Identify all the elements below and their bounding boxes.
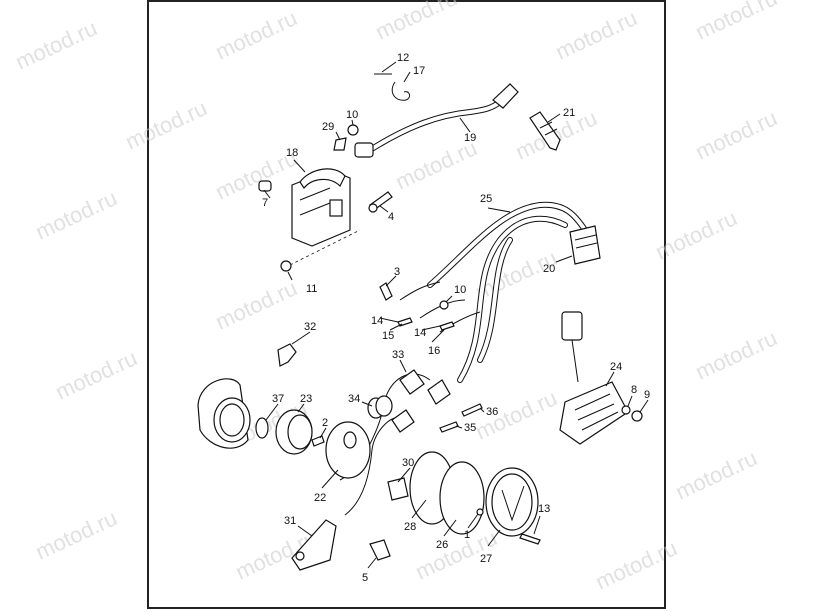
bolt xyxy=(368,191,393,213)
cap xyxy=(258,180,272,192)
callout-17: 17 xyxy=(413,65,425,77)
sensor xyxy=(387,477,409,501)
terminal xyxy=(439,321,455,331)
callout-3: 3 xyxy=(394,266,400,278)
watermark: motod.ru xyxy=(472,385,561,444)
screw xyxy=(519,533,541,545)
callout-30: 30 xyxy=(402,457,414,469)
callout-28: 28 xyxy=(404,521,416,533)
callout-10: 10 xyxy=(346,109,358,121)
callout-23: 23 xyxy=(300,393,312,405)
grommet xyxy=(367,395,393,419)
callout-29: 29 xyxy=(322,121,334,133)
callout-18: 18 xyxy=(286,147,298,159)
watermark: motod.ru xyxy=(372,0,461,45)
callout-31: 31 xyxy=(284,515,296,527)
screw xyxy=(461,403,483,417)
nut xyxy=(631,410,643,422)
watermark: motod.ru xyxy=(212,5,301,64)
callout-15: 15 xyxy=(382,330,394,342)
rotor xyxy=(275,409,313,455)
watermark: motod.ru xyxy=(32,185,121,244)
spark-plug xyxy=(529,111,561,151)
watermark: motod.ru xyxy=(122,95,211,154)
callout-21: 21 xyxy=(563,107,575,119)
callout-26: 26 xyxy=(436,539,448,551)
watermark: motod.ru xyxy=(52,345,141,404)
watermark: motod.ru xyxy=(12,15,101,74)
callout-32: 32 xyxy=(304,321,316,333)
callout-9: 9 xyxy=(644,389,650,401)
callout-19: 19 xyxy=(464,132,476,144)
screw xyxy=(439,421,459,433)
clamp xyxy=(369,539,391,561)
watermark: motod.ru xyxy=(552,5,641,64)
bracket-small xyxy=(333,137,347,151)
callout-2: 2 xyxy=(322,417,328,429)
pin xyxy=(476,508,484,516)
nut xyxy=(280,260,292,272)
timer-cover xyxy=(485,467,539,537)
watermark: motod.ru xyxy=(692,0,781,45)
diagram-frame xyxy=(147,0,666,609)
stator xyxy=(325,421,371,479)
callout-22: 22 xyxy=(314,492,326,504)
callout-5: 5 xyxy=(362,572,368,584)
callout-35: 35 xyxy=(464,422,476,434)
callout-33: 33 xyxy=(392,349,404,361)
connector-plug xyxy=(391,409,415,433)
bracket xyxy=(277,343,297,367)
gasket xyxy=(439,461,485,535)
callout-20: 20 xyxy=(543,263,555,275)
watermark-layer: motod.ru motod.ru motod.ru motod.ru moto… xyxy=(12,0,781,595)
seal-ring xyxy=(255,417,269,439)
watermark: motod.ru xyxy=(692,325,781,384)
watermark: motod.ru xyxy=(392,135,481,194)
harness-connector xyxy=(569,225,601,265)
callout-8: 8 xyxy=(631,384,637,396)
callout-1: 1 xyxy=(464,529,470,541)
stator-cover xyxy=(197,378,251,449)
callout-27: 27 xyxy=(480,553,492,565)
callout-37: 37 xyxy=(272,393,284,405)
callout-10: 10 xyxy=(454,284,466,296)
watermark: motod.ru xyxy=(32,505,121,564)
voltage-regulator xyxy=(559,311,629,445)
callout-4: 4 xyxy=(388,211,394,223)
watermark: motod.ru xyxy=(672,445,761,504)
watermark: motod.ru xyxy=(652,205,741,264)
washer xyxy=(621,405,631,415)
watermark: motod.ru xyxy=(692,105,781,164)
callout-14: 14 xyxy=(414,327,426,339)
callout-12: 12 xyxy=(397,52,409,64)
callout-7: 7 xyxy=(262,197,268,209)
leader-lines xyxy=(263,61,649,569)
watermark: motod.ru xyxy=(592,535,681,594)
callout-numbers: 1 2 3 4 5 7 8 9 10 10 11 12 13 14 14 15 … xyxy=(262,52,650,584)
spark-plug-wire xyxy=(354,83,519,158)
wire-clip xyxy=(374,73,411,101)
grommet xyxy=(399,369,451,405)
callout-16: 16 xyxy=(428,345,440,357)
callout-25: 25 xyxy=(480,193,492,205)
bracket-plate xyxy=(291,519,337,571)
callout-24: 24 xyxy=(610,361,622,373)
callout-14: 14 xyxy=(371,315,383,327)
screw xyxy=(311,435,325,447)
callout-13: 13 xyxy=(538,503,550,515)
nut xyxy=(347,124,359,136)
callout-34: 34 xyxy=(348,393,360,405)
ignition-coil xyxy=(291,168,351,247)
nut xyxy=(439,300,449,310)
callout-36: 36 xyxy=(486,406,498,418)
screw xyxy=(379,282,393,301)
watermark: motod.ru xyxy=(212,275,301,334)
callout-11: 11 xyxy=(306,283,317,295)
